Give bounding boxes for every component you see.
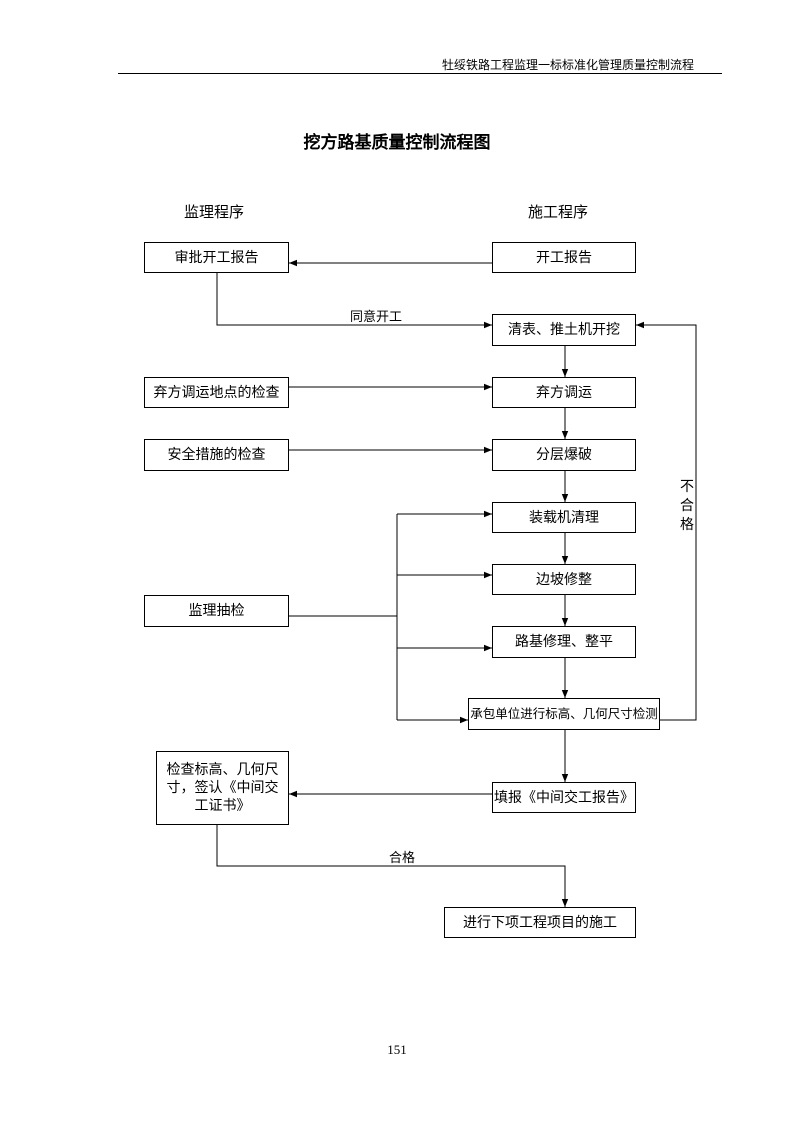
pass-label: 合格 (389, 851, 416, 866)
arrow-fail-loop (636, 321, 697, 721)
next-work-item-box: 进行下项工程项目的施工 (444, 907, 636, 938)
fill-interim-report-box: 填报《中间交工报告》 (492, 782, 636, 813)
page-title: 挖方路基质量控制流程图 (303, 133, 491, 153)
supervision-sampling-box: 监理抽检 (144, 595, 289, 627)
arrow-verify-to-next (216, 825, 569, 907)
agree-start-label: 同意开工 (350, 310, 403, 325)
page-number: 151 (387, 1042, 407, 1057)
clear-and-excavate-box: 清表、推土机开挖 (492, 314, 636, 346)
contractor-inspection-box: 承包单位进行标高、几何尺寸检测 (468, 698, 660, 730)
running-header: 牡绥铁路工程监理一标标准化管理质量控制流程 (441, 58, 694, 72)
start-report-box: 开工报告 (492, 242, 636, 273)
verify-and-sign-certificate-box: 检查标高、几何尺寸，签认《中间交工证书》 (156, 751, 289, 825)
spoil-site-check-box: 弃方调运地点的检查 (144, 377, 289, 408)
layered-blasting-box: 分层爆破 (492, 439, 636, 471)
loader-clearing-box: 装载机清理 (492, 502, 636, 533)
construction-column-heading: 施工程序 (528, 203, 589, 221)
fail-label: 不合格 (680, 479, 694, 533)
slope-trimming-box: 边坡修整 (492, 564, 636, 595)
safety-measures-check-box: 安全措施的检查 (144, 439, 289, 471)
header-rule (118, 73, 722, 74)
spoil-transport-box: 弃方调运 (492, 377, 636, 408)
approve-start-report-box: 审批开工报告 (144, 242, 289, 273)
subgrade-leveling-box: 路基修理、整平 (492, 626, 636, 658)
supervision-column-heading: 监理程序 (184, 203, 245, 221)
arrow-approve-to-clear (216, 273, 492, 329)
